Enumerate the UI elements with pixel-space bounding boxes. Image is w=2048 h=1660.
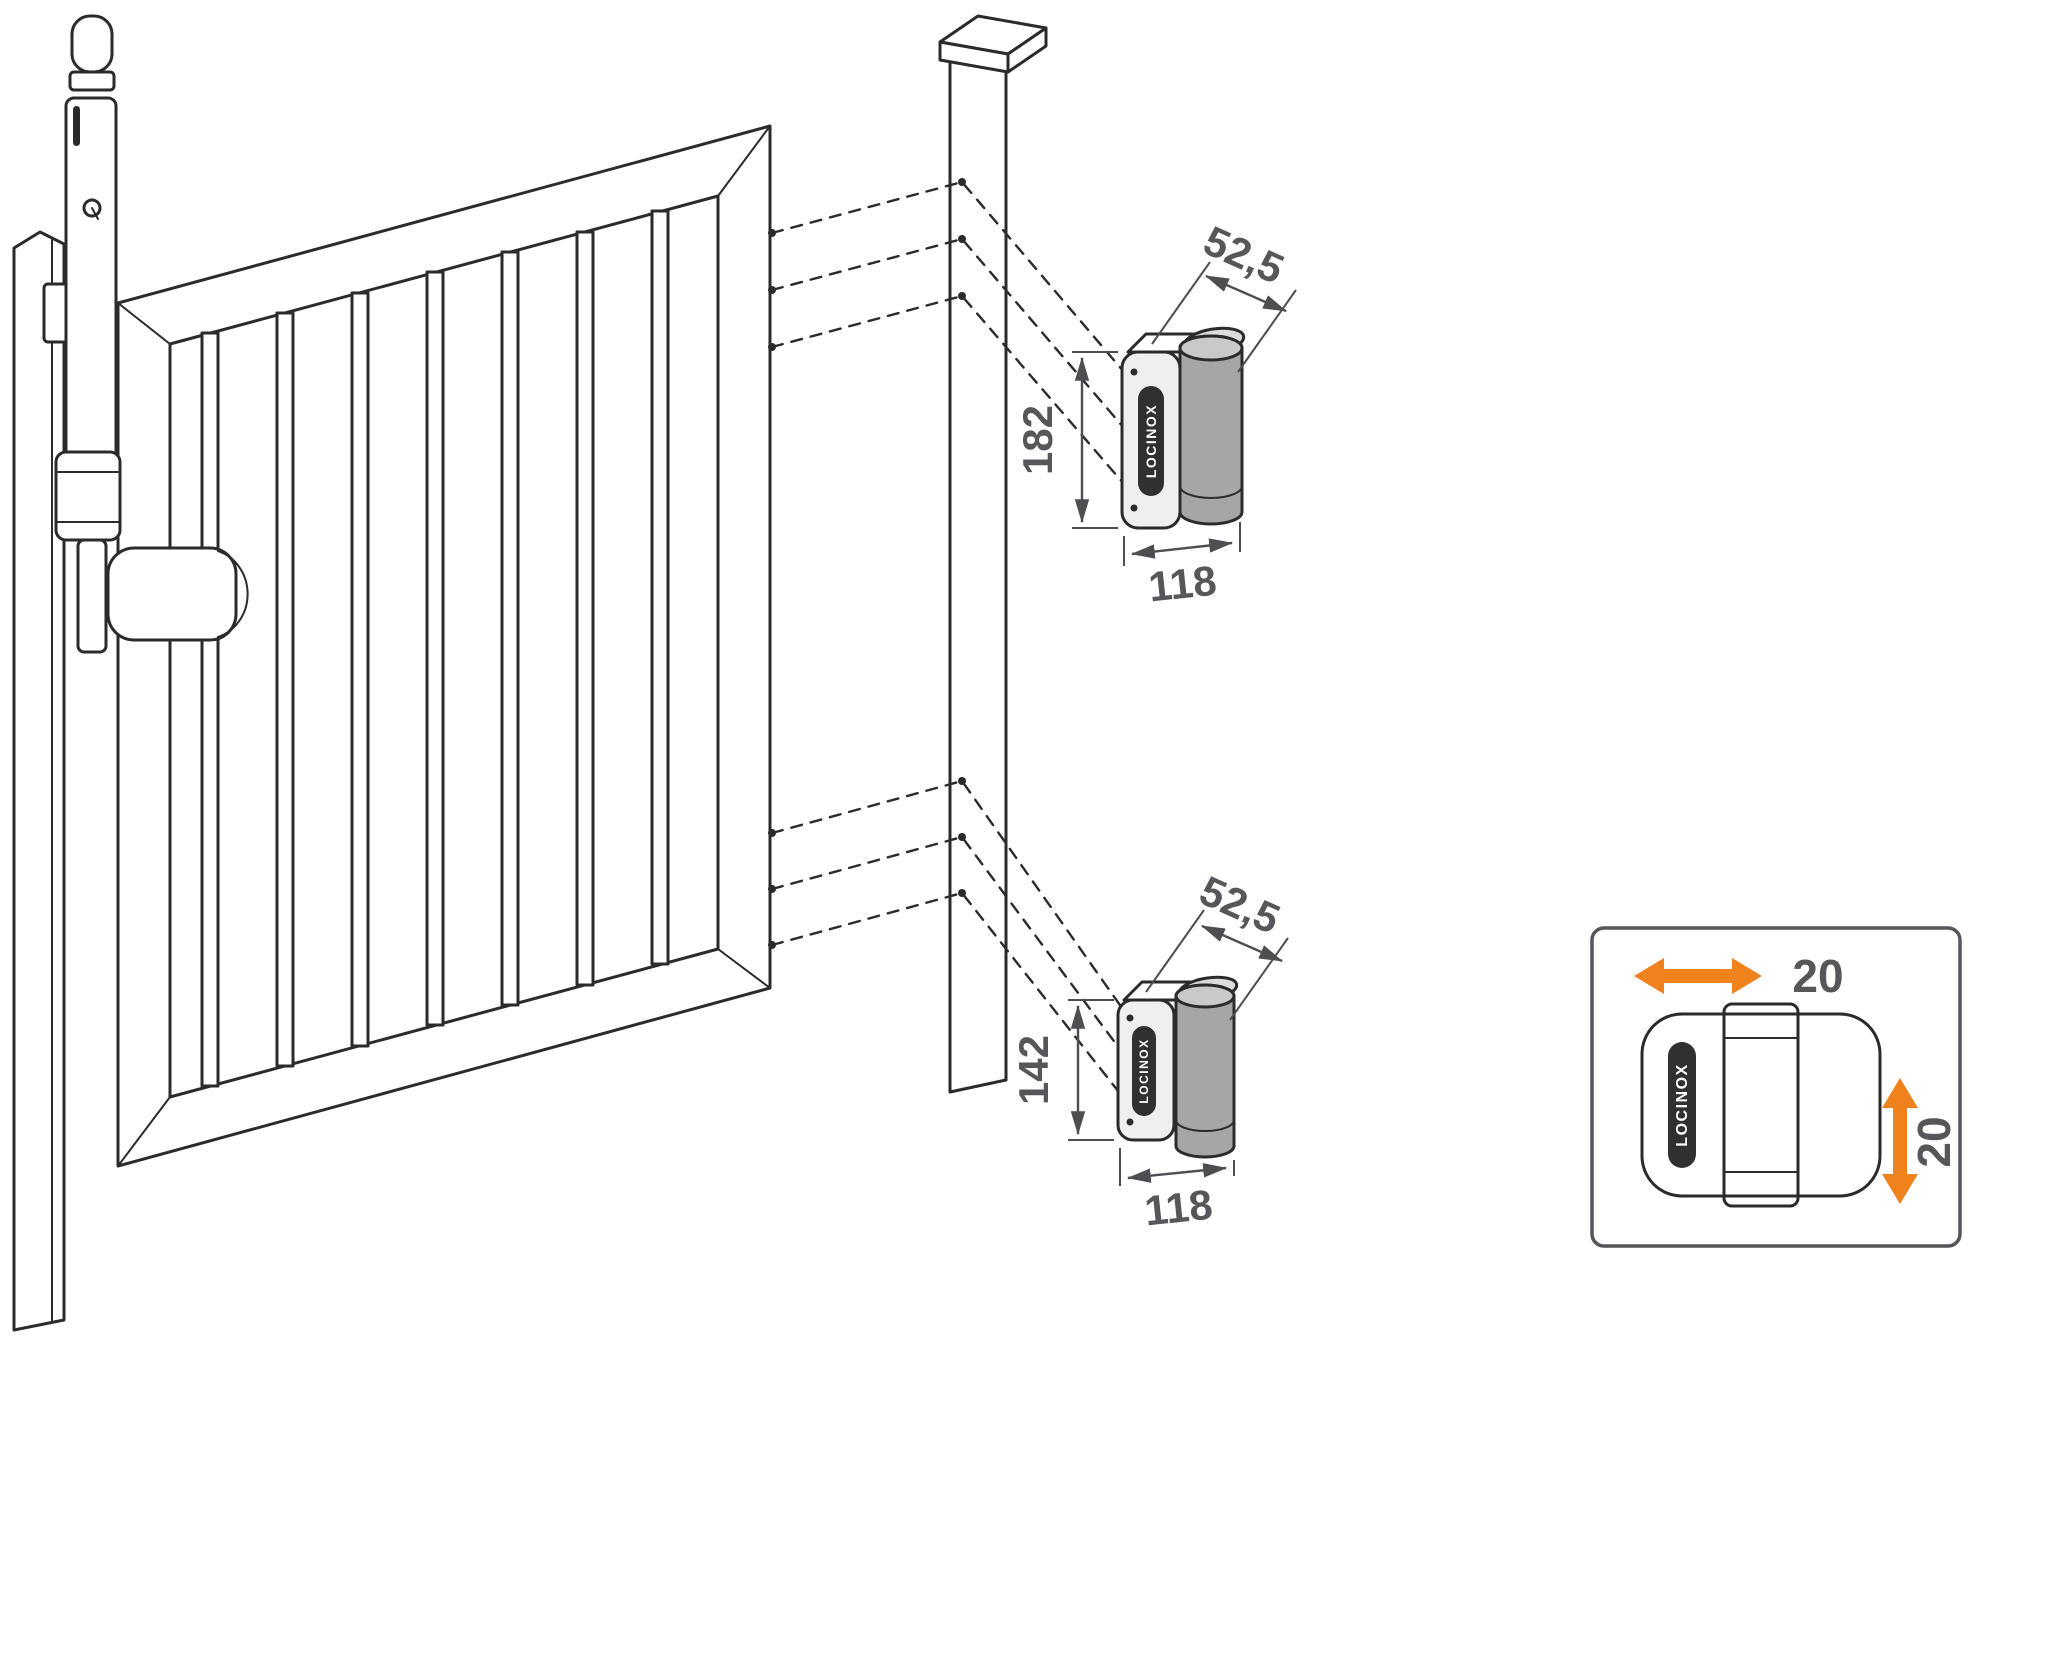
gate-miter [117,1096,171,1167]
drill-point [958,833,966,841]
brand-label: LOCINOX [1143,404,1159,478]
dimension-line [1200,924,1284,963]
hinge-barrel-top [1178,334,1244,362]
drill-point [958,889,966,897]
alignment-line [770,237,1126,430]
brand-label: LOCINOX [1137,1038,1151,1103]
hinge-barrel-top [1174,983,1236,1009]
dimension-width-top: 118 [1123,522,1241,611]
hinge-front-barrel-mid [1723,1037,1799,1173]
drill-point [768,286,776,294]
hinge-barrel-seam [1175,1119,1235,1132]
lock-slot [73,106,80,146]
screw-hole [1130,368,1138,376]
gate-bar [500,250,520,1007]
drill-point [958,777,966,785]
brand-label: LOCINOX [1674,1063,1691,1146]
lock-assembly [42,14,249,654]
dimension-height-top: 182 [1014,351,1118,529]
drill-point [768,343,776,351]
witness-line [1151,261,1211,345]
screw-hole [1126,1014,1134,1022]
lock-tube [64,96,118,472]
witness-line [1145,909,1205,993]
gate-frame [116,124,772,1168]
lock-lower-rod [76,538,108,654]
gate-bar [575,230,595,987]
vertical-adjustment-value: 20 [1908,1116,1960,1167]
dimension-value-height-top: 182 [1014,405,1061,475]
dimension-value-width-bottom: 118 [1142,1181,1214,1235]
keyhole-slit [91,207,99,220]
gate-bar [350,291,370,1048]
alignment-line [770,891,1124,1098]
brand-badge [1132,1026,1156,1116]
latch-post-body [12,230,66,1332]
hinge-front-body [1640,1012,1882,1198]
hinge-post-body [948,59,1008,1094]
screw-hole [1126,1118,1134,1126]
lock-grip-endcap [217,550,249,638]
brand-badge [1668,1042,1696,1168]
drill-point [958,292,966,300]
gate-miter [717,948,771,989]
gate-bar [275,311,295,1068]
drill-point [768,941,776,949]
alignment-line [770,835,1124,1054]
hinge-front-view: LOCINOX [1640,1002,1882,1208]
dimension-value-height-bottom: 142 [1010,1035,1057,1105]
dimension-line [1204,274,1288,313]
alignment-line [770,779,1124,1010]
lock-grip-cylinder [106,546,238,642]
bottom-hinge: LOCINOX [1116,975,1239,1159]
hinge-barrel-seam [1179,485,1243,499]
hinge-barrel [1178,334,1244,526]
gate-bar [650,209,670,966]
lock-knob [70,14,114,74]
gate-bar [425,270,445,1027]
gate-miter [717,125,771,197]
drill-point [958,178,966,186]
dimension-line [1126,1163,1228,1183]
drill-point [768,829,776,837]
gate-miter [117,302,171,345]
adjustment-inset: LOCINOX 20 20 [1590,926,1962,1248]
dimension-height-bottom: 142 [1010,999,1114,1141]
lock-bracket [42,282,70,344]
horizontal-adjustment-arrow-icon [1634,958,1762,994]
dimension-width-bottom: 118 [1119,1148,1235,1235]
screw-hole [1130,504,1138,512]
dimension-value-depth-top: 52,5 [1197,217,1291,293]
alignment-line [770,294,1126,486]
horizontal-adjustment-value: 20 [1792,950,1843,1002]
vertical-adjustment-arrow-icon [1882,1078,1918,1204]
gate-bars [200,209,670,1088]
lock-housing [54,450,122,542]
brand-badge [1138,386,1164,496]
drill-alignment-lines-top [768,178,1126,486]
drill-point [768,885,776,893]
lock-collar [68,70,116,92]
gate-bar [200,331,220,1088]
dimension-value-depth-bottom: 52,5 [1193,867,1287,943]
latch-post [12,230,66,1332]
hinge-post-cap-front [938,40,1010,74]
drill-point [958,235,966,243]
drill-alignment-lines-bottom [768,777,1124,1098]
dimension-line [1130,538,1234,559]
drill-point [768,229,776,237]
top-hinge: LOCINOX [1120,326,1246,530]
alignment-line [770,180,1126,374]
dimension-value-width-top: 118 [1146,557,1218,611]
